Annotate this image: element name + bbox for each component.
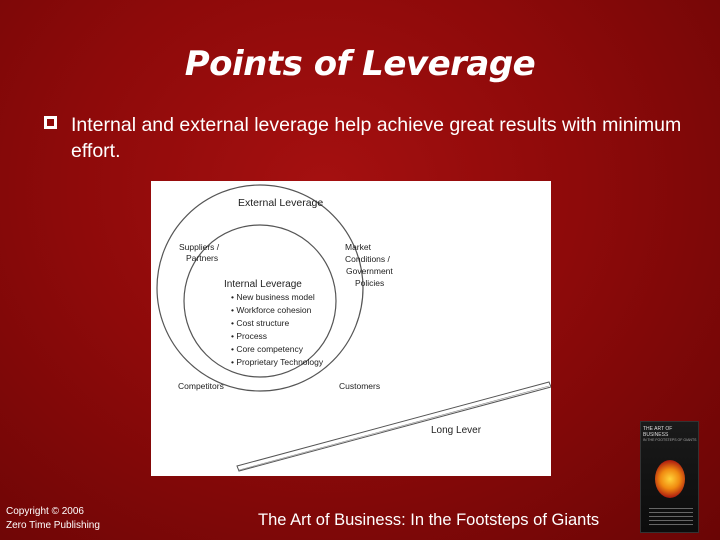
book-cover-subtitle: IN THE FOOTSTEPS OF GIANTS — [643, 438, 697, 442]
market-label-line1: Market — [345, 242, 372, 252]
internal-item-6: • Proprietary Technology — [231, 357, 324, 367]
internal-item-4: • Process — [231, 331, 267, 341]
book-cover-art-icon — [655, 460, 685, 498]
book-cover-image: THE ART OF BUSINESS IN THE FOOTSTEPS OF … — [640, 421, 699, 533]
suppliers-label-line2: Partners — [186, 253, 218, 263]
long-lever-bar — [236, 381, 551, 472]
internal-item-1: • New business model — [231, 292, 315, 302]
market-label-line3: Government — [346, 266, 393, 276]
internal-item-2: • Workforce cohesion — [231, 305, 312, 315]
slide-title: Points of Leverage — [184, 44, 536, 84]
internal-item-3: • Cost structure — [231, 318, 290, 328]
leverage-diagram: External Leverage Suppliers / Partners M… — [151, 181, 551, 476]
suppliers-label-line1: Suppliers / — [179, 242, 220, 252]
copyright-block: Copyright © 2006 Zero Time Publishing — [6, 505, 100, 533]
market-label-line4: Policies — [355, 278, 384, 288]
copyright-line: Copyright © 2006 — [6, 506, 84, 517]
long-lever-shadow — [238, 385, 550, 471]
internal-item-5: • Core competency — [231, 344, 304, 354]
competitors-label: Competitors — [178, 381, 224, 391]
leverage-diagram-svg: External Leverage Suppliers / Partners M… — [156, 184, 551, 472]
internal-leverage-label: Internal Leverage — [224, 279, 302, 290]
external-leverage-label: External Leverage — [238, 197, 323, 209]
market-label-line2: Conditions / — [345, 254, 391, 264]
customers-label: Customers — [339, 381, 380, 391]
square-bullet-icon — [44, 116, 57, 129]
long-lever-label: Long Lever — [431, 425, 482, 436]
publisher-line: Zero Time Publishing — [6, 520, 100, 531]
bullet-text: Internal and external leverage help achi… — [71, 114, 682, 162]
book-cover-text-lines — [649, 508, 693, 528]
bullet-item: Internal and external leverage help achi… — [44, 112, 684, 164]
footer-book-title: The Art of Business: In the Footsteps of… — [258, 511, 600, 529]
external-leverage-circle — [156, 184, 364, 392]
internal-leverage-circle — [183, 224, 337, 378]
book-cover-title: THE ART OF BUSINESS — [643, 426, 673, 438]
